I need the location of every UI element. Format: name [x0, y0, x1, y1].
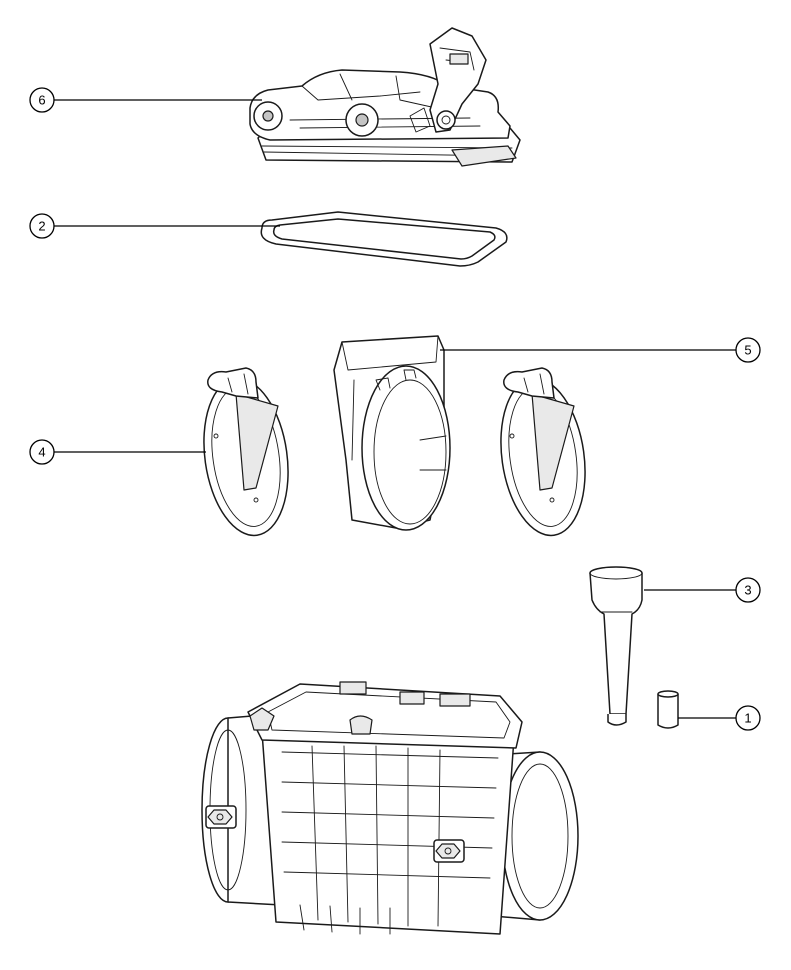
- callout-4: 4: [29, 439, 55, 465]
- callout-2-label: 2: [38, 219, 45, 234]
- leader-lines: [54, 99, 736, 719]
- callout-6-label: 6: [38, 93, 45, 108]
- callout-3: 3: [735, 577, 761, 603]
- callout-5: 5: [735, 337, 761, 363]
- part-4-flap-valve-left: [203, 367, 289, 537]
- bolt-left-icon: [205, 805, 237, 829]
- part-4-flap-valve-right: [500, 367, 586, 537]
- callout-1: 1: [735, 705, 761, 731]
- callout-4-label: 4: [38, 445, 45, 460]
- part-6-cover-assembly: [249, 27, 521, 167]
- callout-6: 6: [29, 87, 55, 113]
- callout-1-label: 1: [744, 711, 751, 726]
- part-2-gasket: [260, 211, 508, 267]
- callout-3-label: 3: [744, 583, 751, 598]
- valve-body-housing: [201, 681, 579, 935]
- bolt-right-icon: [433, 839, 465, 863]
- part-1-bushing: [657, 690, 679, 729]
- callout-5-label: 5: [744, 343, 751, 358]
- part-3-tapered-pin: [589, 566, 643, 726]
- callout-2: 2: [29, 213, 55, 239]
- part-5-flap-housing: [333, 335, 451, 531]
